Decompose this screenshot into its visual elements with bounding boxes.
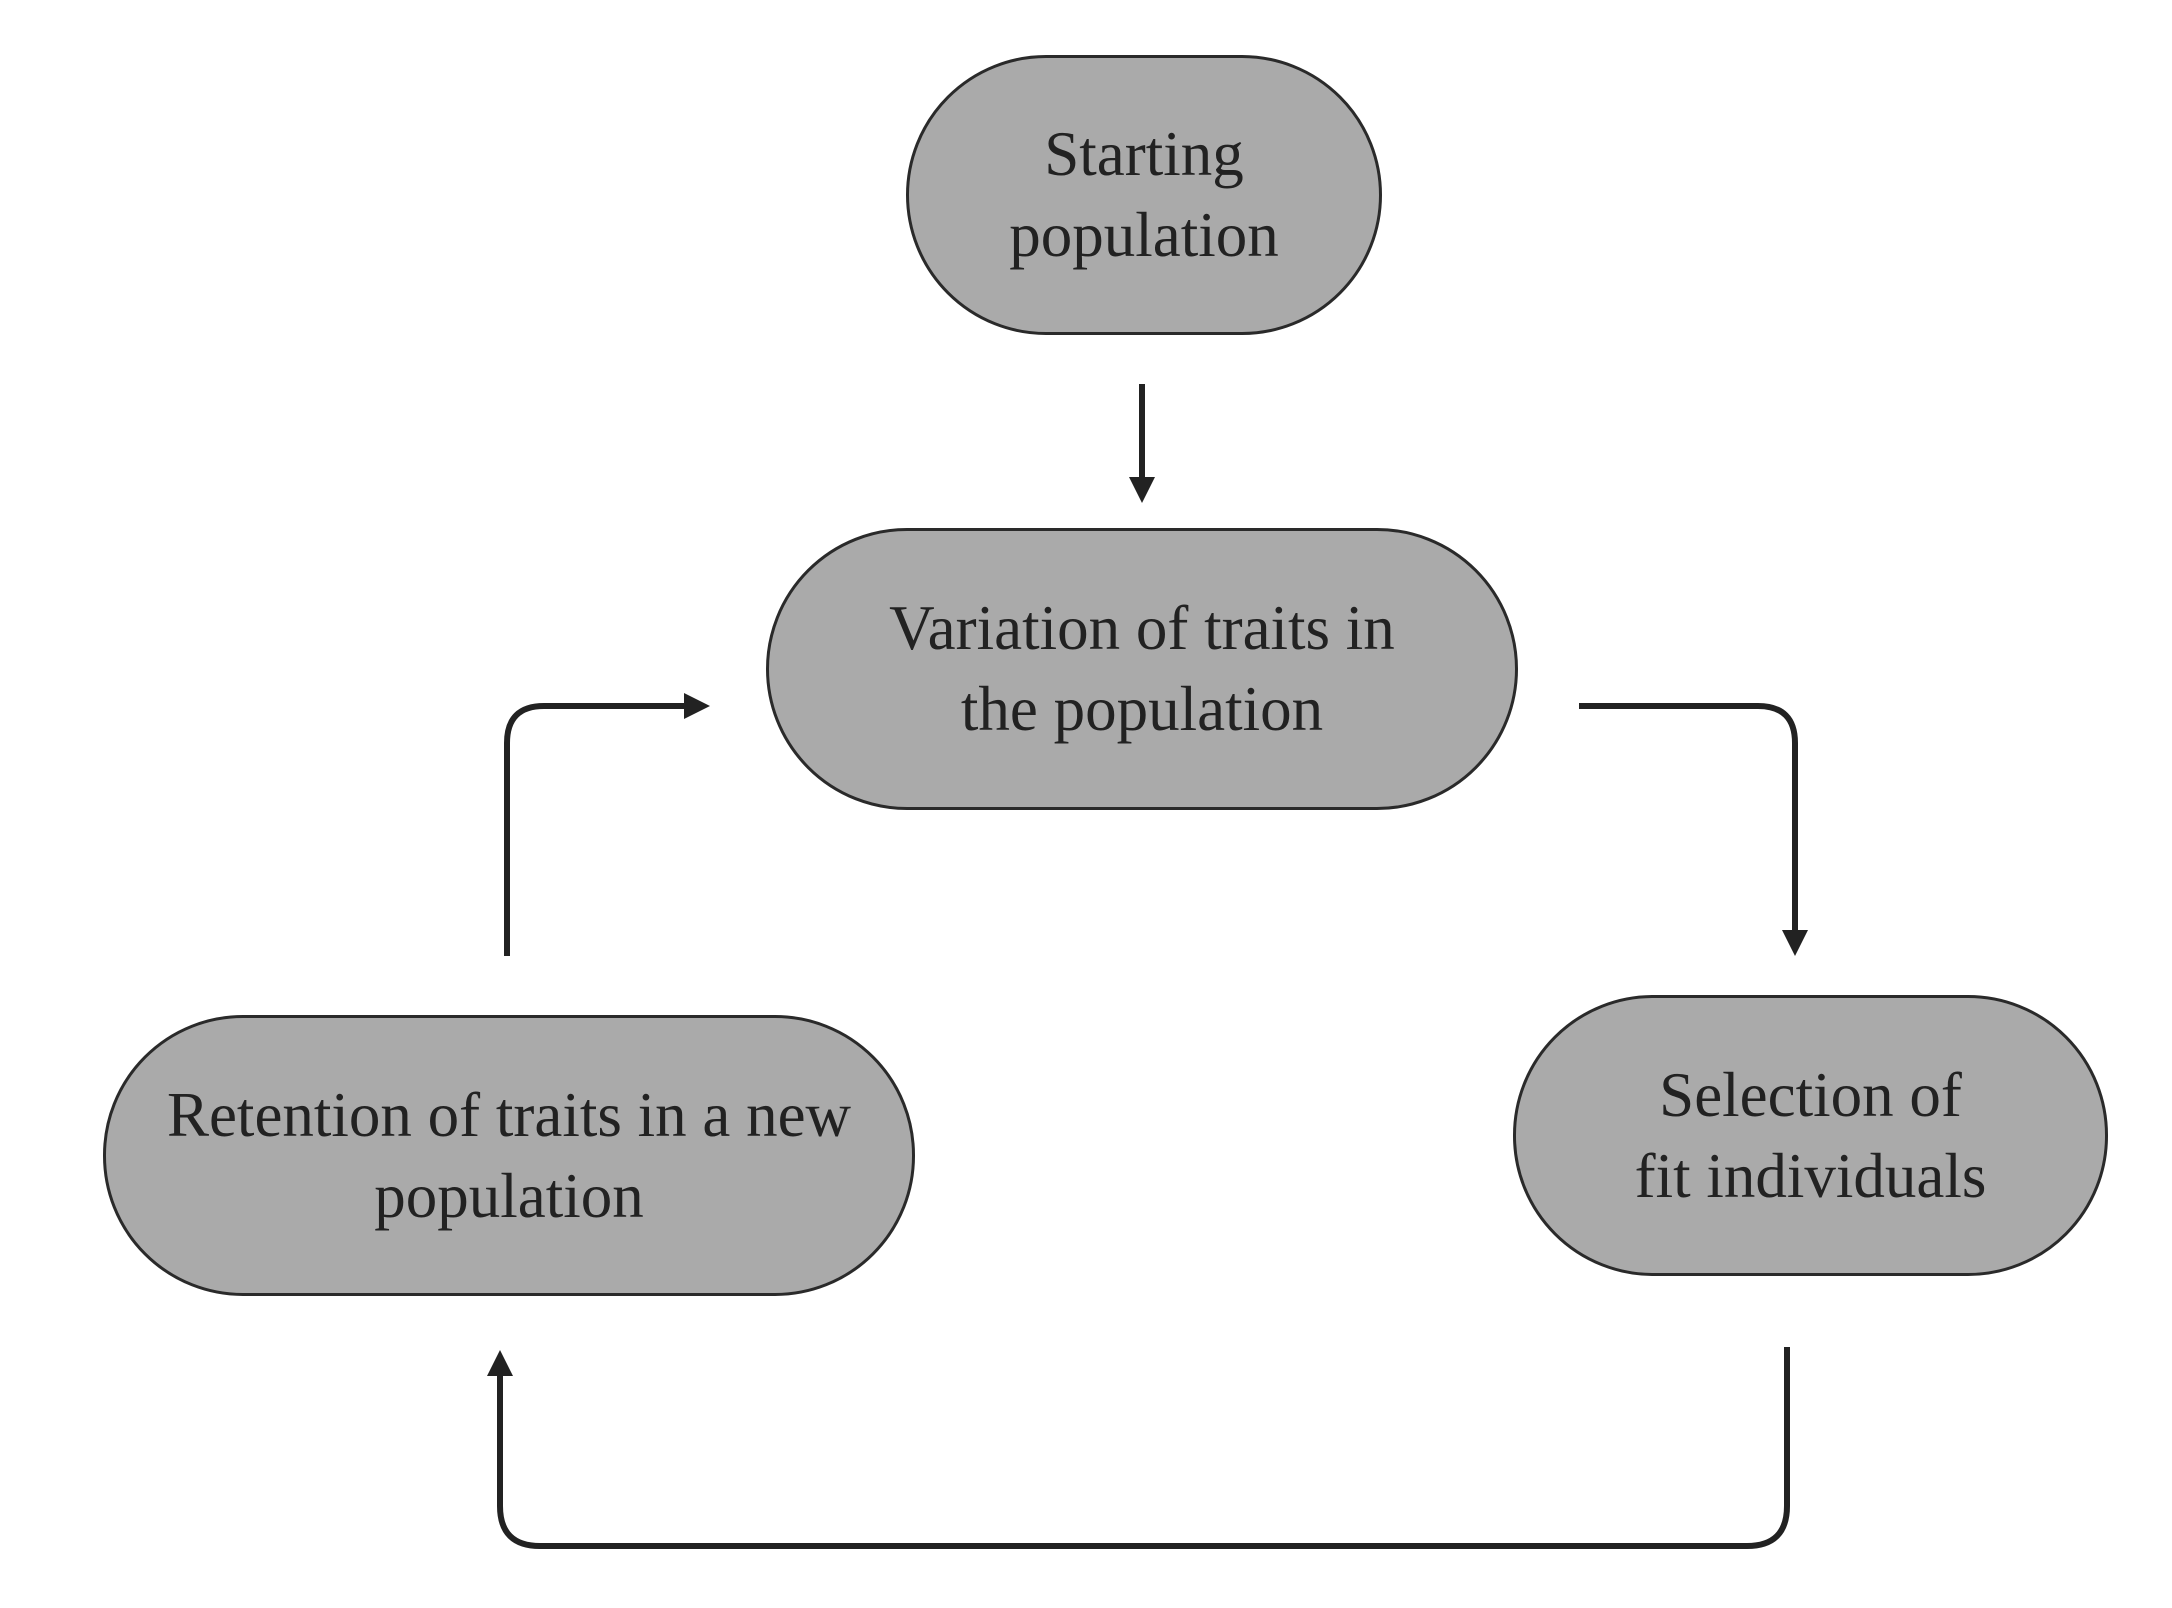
node-label-line: fit individuals [1634, 1140, 1987, 1211]
node-starting-population: Starting population [906, 55, 1382, 335]
arrow-line [1579, 703, 1798, 932]
node-label-line: Starting [1044, 119, 1244, 189]
arrow-start-to-variation [1129, 384, 1155, 503]
arrow-variation-to-selection [1579, 703, 1808, 956]
node-label-line: Retention of traits in a new [166, 1079, 852, 1150]
arrow-head [1129, 477, 1155, 503]
node-label: Variation of traits in the population [889, 588, 1395, 750]
arrow-retention-to-variation [504, 693, 710, 956]
arrow-line [504, 703, 686, 956]
node-label-line: the population [960, 674, 1324, 744]
node-label: Selection of fit individuals [1635, 1055, 1987, 1217]
arrow-head [1782, 930, 1808, 956]
node-selection-of-fit-individuals: Selection of fit individuals [1513, 995, 2108, 1276]
node-label: Starting population [1009, 114, 1278, 276]
arrow-head [487, 1350, 513, 1376]
node-variation-of-traits: Variation of traits in the population [766, 528, 1518, 810]
arrow-line [497, 1347, 1790, 1549]
node-retention-of-traits: Retention of traits in a new population [103, 1015, 915, 1296]
node-label-line: population [374, 1160, 644, 1231]
node-label: Retention of traits in a new population [167, 1075, 851, 1237]
node-label-line: Variation of traits in [889, 593, 1395, 663]
arrow-head [684, 693, 710, 719]
arrow-selection-to-retention [487, 1347, 1790, 1549]
node-label-line: population [1009, 200, 1279, 270]
node-label-line: Selection of [1659, 1059, 1962, 1130]
